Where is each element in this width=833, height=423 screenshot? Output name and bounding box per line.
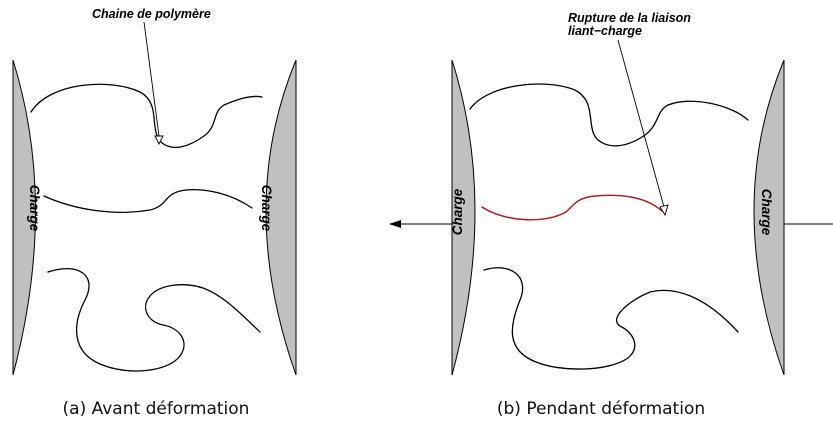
panel-b-annotation-line1: Rupture de la liaison [568,11,691,25]
panel-a-annotation-leader [143,21,160,137]
panel-a-annotation: Chaine de polymère [92,7,211,21]
panel-b-top-chain [469,83,749,147]
panel-b-caption: (b) Pendant déformation [497,399,705,419]
panel-b-annotation-arrowhead [659,204,669,217]
panel-b-broken-chain [481,194,663,221]
panel-b-right-filler-label: Charge [759,189,774,236]
panel-b-bottom-chain [483,267,739,370]
panel-b-annotation-line2: liant−charge [568,24,642,38]
panel-a-right-filler [265,59,297,376]
panel-b-annotation-leader [617,39,665,208]
panel-b-left-filler-label: Charge [450,188,465,235]
panel-b: Charge Charge Rupture de la liaison lian… [389,11,833,419]
panel-a-annotation-arrowhead [154,135,164,146]
panel-a-middle-chain [43,188,253,213]
panel-a-left-filler [12,59,36,376]
panel-a-top-chain [30,83,263,149]
panel-a-bottom-chain [47,268,261,372]
panel-b-right-filler [753,59,785,376]
panel-a-caption: (a) Avant déformation [63,399,250,419]
panel-a: Charge Charge Chaine de polymère (a) Ava… [12,7,297,419]
panel-b-left-force-arrowhead [389,220,401,228]
panel-a-right-filler-label: Charge [259,185,274,232]
panel-a-left-filler-label: Charge [27,185,42,232]
panel-b-left-filler [451,59,476,376]
